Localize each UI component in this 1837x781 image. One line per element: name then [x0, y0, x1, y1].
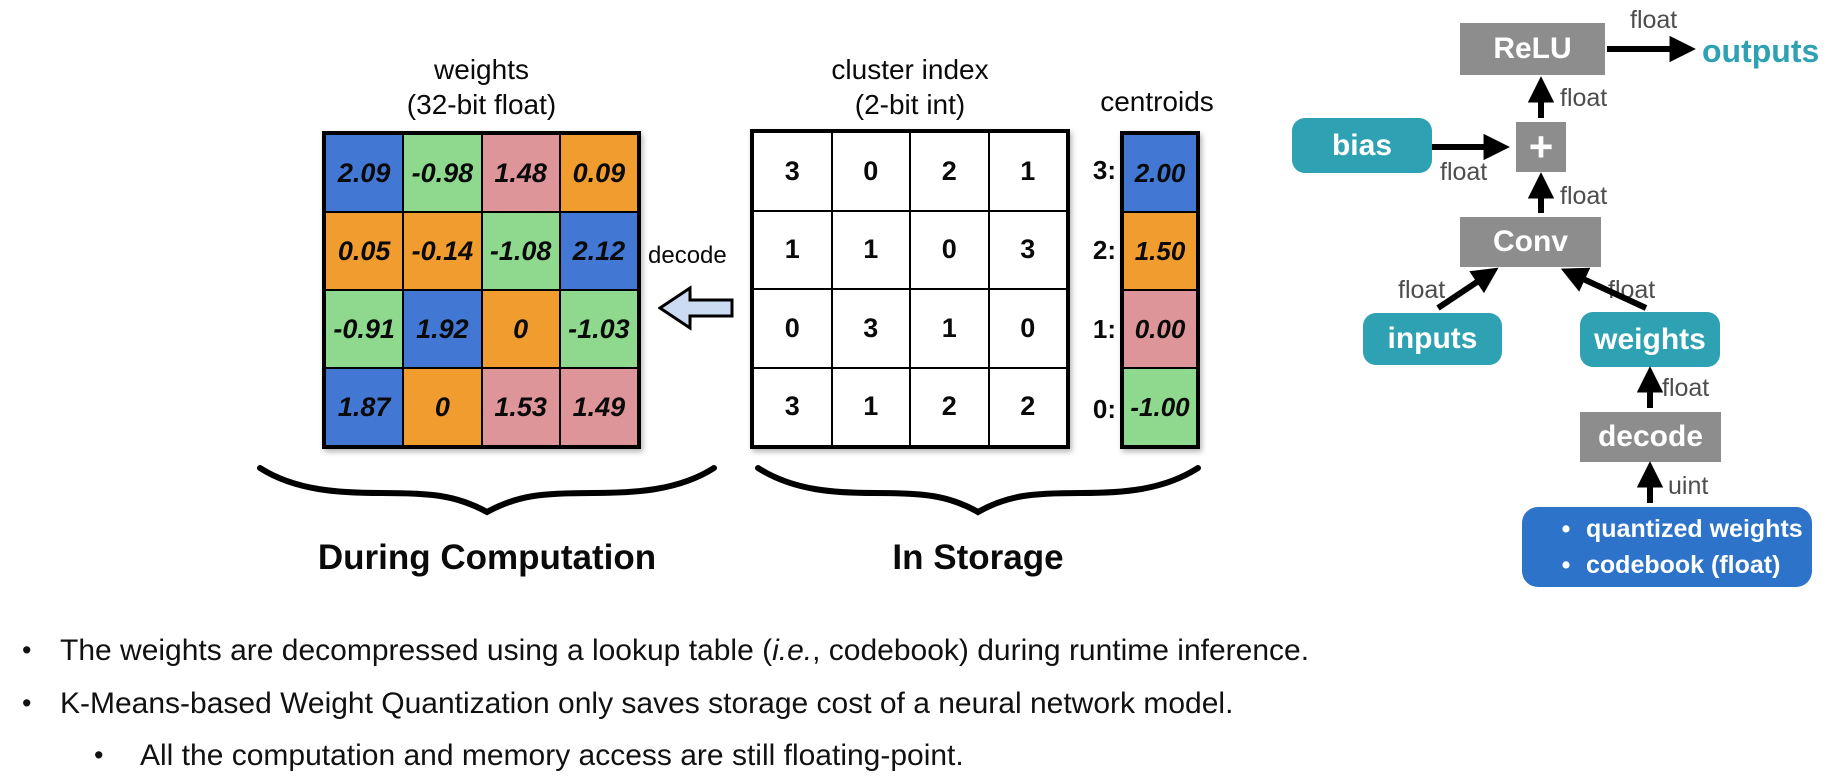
- bullet-dot-icon: •: [1561, 514, 1571, 543]
- cluster-index-cell-r2c1: 3: [831, 289, 910, 368]
- weight-cell-r2c3: -1.03: [559, 290, 638, 368]
- cluster-index-cell-r2c0: 0: [753, 289, 832, 368]
- edge-label-conv-plus: float: [1560, 182, 1608, 210]
- weight-cell-r3c0: 1.87: [325, 368, 404, 446]
- cluster-index-cell-r3c0: 3: [753, 367, 832, 446]
- centroids-title: centroids: [1100, 86, 1214, 117]
- weight-cell-r2c1: 1.92: [403, 290, 482, 368]
- relu-node: ReLU: [1460, 23, 1605, 75]
- edge-label-weights-conv: float: [1608, 276, 1656, 304]
- edge-label-decode-weights: float: [1662, 374, 1710, 402]
- bullet-text: All the computation and memory access ar…: [140, 739, 964, 772]
- cluster-title-line1: cluster index: [831, 54, 989, 85]
- weight-cell-r2c0: -0.91: [325, 290, 404, 368]
- edge-label-storage-decode: uint: [1668, 472, 1709, 500]
- centroid-index-label-1: 2:: [1092, 234, 1116, 265]
- cluster-title-line2: (2-bit int): [854, 89, 966, 120]
- cluster-index-cell-r0c2: 2: [910, 132, 989, 211]
- edge-label-inputs-conv: float: [1398, 276, 1446, 304]
- cluster-index-cell-r0c3: 1: [988, 132, 1067, 211]
- during-computation-label: During Computation: [317, 538, 657, 577]
- cluster-index-cell-r1c2: 0: [910, 210, 989, 289]
- storage-box-line-0: • quantized weights: [1546, 511, 1812, 547]
- cluster-index-cell-r3c1: 1: [831, 367, 910, 446]
- in-storage-label: In Storage: [892, 538, 1064, 577]
- centroid-index-label-3: 0:: [1092, 393, 1116, 424]
- weight-cell-r0c1: -0.98: [403, 134, 482, 212]
- bullet-text: The weights are decompressed using a loo…: [60, 634, 1310, 667]
- weight-cell-r3c1: 0: [403, 368, 482, 446]
- edge-label-bias-plus: float: [1440, 158, 1488, 186]
- centroid-value-cell-0: 2.00: [1123, 134, 1197, 212]
- weight-cell-r1c1: -0.14: [403, 212, 482, 290]
- weight-cell-r0c0: 2.09: [325, 134, 404, 212]
- bias-node: bias: [1292, 118, 1432, 173]
- bullet-item-1: • K-Means-based Weight Quantization only …: [22, 685, 1642, 723]
- weight-cell-r2c2: 0: [481, 290, 560, 368]
- notes-bullet-list: • The weights are decompressed using a lo…: [22, 632, 1642, 781]
- cluster-index-cell-r0c1: 0: [831, 132, 910, 211]
- centroid-value-cell-1: 1.50: [1123, 212, 1197, 290]
- quantized-storage-box: • quantized weights • codebook (float): [1522, 507, 1812, 587]
- inputs-node: inputs: [1363, 313, 1502, 365]
- cluster-index-cell-r1c3: 3: [988, 210, 1067, 289]
- in-storage-brace-icon: [755, 465, 1201, 516]
- cluster-index-cell-r1c0: 1: [753, 210, 832, 289]
- bullet-dot-icon: •: [1561, 551, 1571, 579]
- bullet-item-0: • The weights are decompressed using a lo…: [22, 632, 1642, 670]
- weights-title-line1: weights: [434, 54, 529, 85]
- cluster-index-cell-r3c3: 2: [988, 367, 1067, 446]
- centroid-value-cell-3: -1.00: [1123, 368, 1197, 446]
- cluster-index-cell-r2c2: 1: [910, 289, 989, 368]
- weight-cell-r1c0: 0.05: [325, 212, 404, 290]
- add-node: +: [1516, 122, 1566, 172]
- centroid-value-cell-2: 0.00: [1123, 290, 1197, 368]
- bullet-item-2: • All the computation and memory access a…: [22, 737, 1642, 775]
- centroid-index-label-0: 3:: [1092, 155, 1116, 186]
- edge-label-relu-outputs: float: [1630, 6, 1678, 34]
- weights-node: weights: [1580, 312, 1720, 367]
- outputs-label: outputs: [1702, 33, 1820, 69]
- weight-cell-r0c3: 0.09: [559, 134, 638, 212]
- cluster-index-cell-r1c1: 1: [831, 210, 910, 289]
- storage-box-line-1: • codebook (float): [1546, 547, 1812, 583]
- during-computation-brace-icon: [257, 465, 717, 516]
- bullet-dot-icon: •: [94, 740, 104, 770]
- weight-cell-r0c2: 1.48: [481, 134, 560, 212]
- decode-arrow-label: decode: [648, 242, 727, 269]
- storage-box-text: quantized weights: [1586, 514, 1803, 543]
- cluster-index-cell-r3c2: 2: [910, 367, 989, 446]
- weight-cell-r3c2: 1.53: [481, 368, 560, 446]
- arrow-inputs-to-conv: [1436, 267, 1499, 311]
- cluster-index-cell-r2c3: 0: [988, 289, 1067, 368]
- conv-node: Conv: [1460, 217, 1601, 267]
- bullet-dot-icon: •: [22, 635, 32, 665]
- weight-cell-r1c2: -1.08: [481, 212, 560, 290]
- storage-box-text: codebook (float): [1586, 551, 1781, 579]
- edge-label-plus-relu: float: [1560, 84, 1608, 112]
- centroid-index-label-2: 1:: [1092, 314, 1116, 345]
- bullet-text: K-Means-based Weight Quantization only s…: [60, 686, 1234, 720]
- centroid-index-labels: 3: 2: 1: 0:: [1070, 131, 1116, 449]
- weights-title-line2: (32-bit float): [406, 89, 557, 120]
- bullet-dot-icon: •: [22, 687, 32, 718]
- cluster-index-cell-r0c0: 3: [753, 132, 832, 211]
- weight-cell-r3c3: 1.49: [559, 368, 638, 446]
- decode-node: decode: [1580, 412, 1721, 462]
- cluster-table-title: cluster index (2-bit int): [750, 52, 1070, 122]
- weight-cell-r1c3: 2.12: [559, 212, 638, 290]
- decode-left-arrow-icon: [658, 285, 734, 331]
- weights-table-title: weights (32-bit float): [322, 52, 641, 122]
